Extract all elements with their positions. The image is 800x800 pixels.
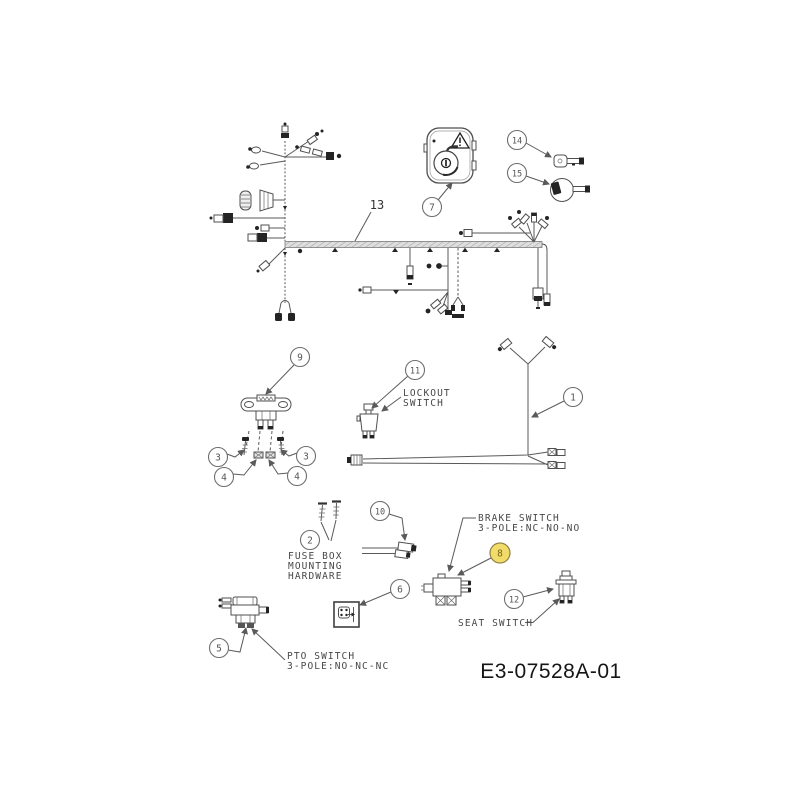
callout-2-number: 2: [307, 536, 313, 547]
callout-10[interactable]: 10: [369, 500, 408, 542]
fuse-box-hardware: [318, 500, 341, 542]
lockout-switch-label: LOCKOUT SWITCH: [381, 388, 451, 412]
callout-8-circle[interactable]: [489, 542, 511, 564]
callout-12-number: 12: [509, 596, 519, 606]
key-large: [550, 178, 590, 202]
callout-1[interactable]: 1: [531, 386, 584, 418]
callout-1-number: 1: [570, 393, 576, 404]
svg-text:3-POLE:NC-NO-NO: 3-POLE:NC-NO-NO: [478, 523, 580, 534]
callout-5-number: 5: [216, 644, 222, 655]
callout-4-number: 4: [221, 473, 227, 484]
callout-12[interactable]: 12: [503, 587, 555, 610]
connector-block: [333, 601, 360, 628]
main-wiring-harness: 13: [209, 122, 551, 321]
wire-assembly: [362, 541, 417, 560]
callout-3-right[interactable]: 3: [280, 445, 317, 467]
key-small: [553, 154, 584, 168]
callout-6-number: 6: [397, 585, 403, 596]
svg-text:3-POLE:NO-NC-NC: 3-POLE:NO-NC-NC: [287, 661, 389, 672]
callout-8-number: 8: [497, 549, 503, 560]
svg-text:SEAT SWITCH: SEAT SWITCH: [458, 618, 533, 629]
callout-14[interactable]: 14: [506, 129, 552, 158]
callout-11[interactable]: 11: [371, 359, 426, 409]
callout-7-number: 7: [429, 203, 435, 214]
callout-2[interactable]: 2: [299, 529, 321, 551]
bolt-left: [241, 437, 249, 456]
lockout-switch: [356, 403, 379, 439]
svg-text:HARDWARE: HARDWARE: [288, 571, 343, 582]
svg-text:FUSE BOX: FUSE BOX: [288, 551, 343, 562]
pto-switch-label: PTO SWITCH 3-POLE:NO-NC-NC: [251, 628, 389, 672]
seat-switch: [555, 570, 577, 604]
harness-13-label: 13: [370, 198, 384, 212]
brake-switch: [421, 573, 471, 606]
callout-10-number: 10: [375, 508, 385, 518]
callout-9[interactable]: 9: [265, 346, 311, 395]
callout-9-number: 9: [297, 353, 303, 364]
fuse-box-label: FUSE BOX MOUNTING HARDWARE: [288, 551, 343, 582]
callout-3-left[interactable]: 3: [207, 446, 245, 468]
pto-switch: [218, 596, 269, 628]
callout-7[interactable]: 7: [421, 196, 443, 218]
seat-switch-label: SEAT SWITCH: [458, 598, 560, 629]
pigtail-harness: [347, 335, 566, 469]
callout-3-number: 3: [303, 452, 309, 463]
svg-text:SWITCH: SWITCH: [403, 398, 444, 409]
callout-15[interactable]: 15: [506, 162, 550, 186]
svg-text:MOUNTING: MOUNTING: [288, 561, 343, 572]
ignition-module: [423, 127, 477, 201]
svg-text:LOCKOUT: LOCKOUT: [403, 388, 451, 399]
callout-15-number: 15: [512, 170, 522, 180]
callout-11-number: 11: [410, 367, 420, 377]
callout-14-number: 14: [512, 137, 522, 147]
callout-4-left[interactable]: 4: [213, 459, 257, 488]
relay-assembly: [240, 394, 292, 459]
brake-switch-label: BRAKE SWITCH 3-POLE:NC-NO-NO: [447, 513, 580, 573]
callout-3-number: 3: [215, 453, 221, 464]
callout-5[interactable]: 5: [208, 626, 248, 659]
part-number: E3-07528A-01: [480, 660, 621, 683]
callout-8-highlighted[interactable]: 8: [457, 542, 511, 576]
callout-6[interactable]: 6: [359, 578, 411, 606]
nut-right: [265, 451, 276, 459]
nut-left: [253, 451, 264, 459]
harness-main-band: [284, 241, 543, 248]
callout-4-number: 4: [294, 472, 300, 483]
callout-4-right[interactable]: 4: [268, 459, 308, 487]
svg-text:PTO SWITCH: PTO SWITCH: [287, 651, 355, 662]
svg-text:BRAKE SWITCH: BRAKE SWITCH: [478, 513, 560, 524]
